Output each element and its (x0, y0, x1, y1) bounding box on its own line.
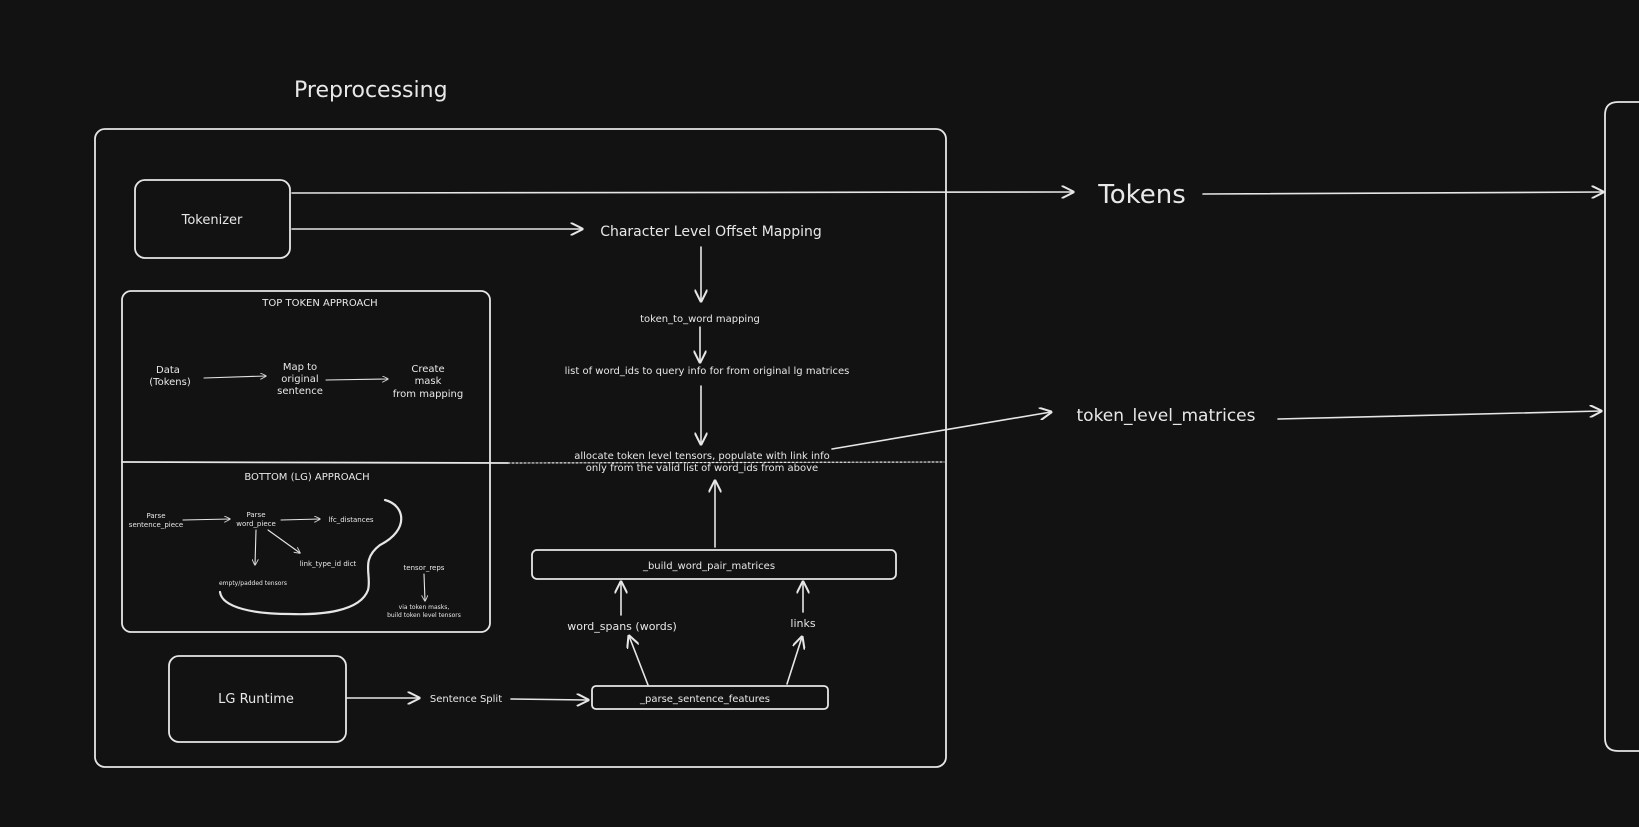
bottom-brace-curve (218, 498, 403, 616)
preprocessing-frame (94, 128, 947, 768)
bottom-empty-padded: empty/padded tensors (219, 580, 287, 587)
bottom-parse-wp-line2: word_piece (236, 520, 276, 528)
top-mask-line2: mask (415, 376, 442, 387)
bottom-parse-sp-line2: sentence_piece (129, 521, 183, 529)
build-pairs-box (531, 549, 897, 580)
lg-runtime-label: LG Runtime (218, 692, 294, 707)
top-mask-line3: from mapping (393, 389, 463, 400)
word-ids-list-label: list of word_ids to query info for from … (565, 366, 850, 377)
lg-runtime-box (168, 655, 347, 743)
top-approach-title: TOP TOKEN APPROACH (261, 298, 377, 309)
top-data-line1: Data (156, 365, 180, 376)
arrow-tokenizer-to-tokens (291, 192, 1073, 193)
approach-divider-dotted (507, 461, 945, 464)
bottom-via-line2: build token level tensors (387, 612, 461, 619)
sentence-split-label: Sentence Split (430, 694, 502, 705)
downstream-frame (1604, 101, 1639, 752)
section-title: Preprocessing (294, 78, 448, 103)
tokenizer-box (134, 179, 291, 259)
parse-features-label: _parse_sentence_features (639, 694, 770, 705)
build-pairs-label: _build_word_pair_matrices (642, 561, 775, 572)
bottom-tensor-reps: tensor_reps (404, 564, 445, 572)
arrow-wp-to-linktype (267, 529, 300, 553)
bottom-lfc-distances: lfc_distances (328, 516, 373, 524)
links-label: links (790, 617, 815, 630)
bottom-parse-sp-line1: Parse (146, 512, 165, 520)
arrow-allocate-to-matrices (831, 412, 1051, 450)
top-mask-line1: Create (411, 364, 444, 375)
arrow-tokens-to-downstream (1202, 192, 1603, 194)
arrow-tensorreps-to-via (424, 573, 425, 601)
token-level-matrices-label: token_level_matrices (1077, 406, 1256, 426)
allocate-label-line1: allocate token level tensors, populate w… (574, 451, 830, 462)
arrow-wp-to-empty (255, 529, 256, 565)
top-map-line3: sentence (277, 386, 323, 397)
top-map-line1: Map to (283, 362, 317, 373)
arrow-sp-to-wp (182, 519, 230, 520)
arrow-parse-to-links (786, 637, 802, 685)
arrow-parse-to-wordspans (629, 636, 649, 686)
tokens-label: Tokens (1097, 180, 1186, 210)
bottom-approach-title: BOTTOM (LG) APPROACH (244, 472, 369, 483)
arrow-wp-to-lfc (280, 519, 320, 520)
tokenizer-label: Tokenizer (181, 213, 243, 228)
char-offset-label: Character Level Offset Mapping (600, 224, 822, 240)
top-data-line2: (Tokens) (149, 377, 191, 388)
word-spans-label: word_spans (words) (567, 620, 677, 633)
bottom-parse-wp-line1: Parse (246, 511, 265, 519)
bottom-link-type-dict: link_type_id dict (300, 560, 357, 568)
token-to-word-label: token_to_word mapping (640, 314, 760, 325)
parse-features-box (591, 685, 829, 710)
arrow-matrices-to-downstream (1277, 411, 1601, 420)
bottom-via-line1: via token masks, (399, 604, 450, 611)
top-map-line2: original (281, 374, 318, 385)
approach-divider (121, 461, 509, 464)
arrow-data-to-map (203, 376, 266, 378)
arrow-map-to-mask (325, 379, 388, 380)
arrow-split-to-parse (510, 699, 588, 700)
allocate-label-line2: only from the valid list of word_ids fro… (586, 463, 818, 474)
